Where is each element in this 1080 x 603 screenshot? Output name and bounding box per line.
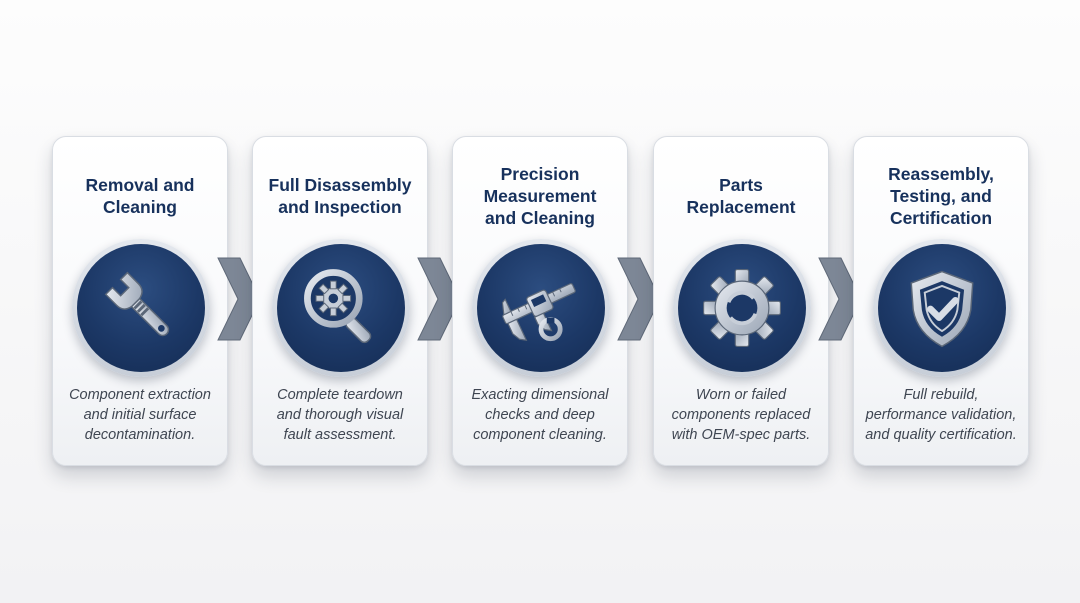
magnifier-gear-icon <box>304 269 372 344</box>
step-description: Exacting dimensional checks and deep com… <box>471 387 609 443</box>
step-badge <box>472 239 610 377</box>
step-title: Parts Replacement <box>686 175 796 217</box>
step-description: Worn or failed components replaced with … <box>671 387 811 443</box>
flow-arrow-icon <box>617 257 661 341</box>
step-description: Complete teardown and thorough visual fa… <box>276 387 404 443</box>
step-card-precision-measurement: Precision Measurement and Cleaning <box>452 136 628 466</box>
step-title: Removal and Cleaning <box>85 175 195 217</box>
step-card-disassembly-inspection: Full Disassembly and Inspection <box>252 136 428 466</box>
step-card-parts-replacement: Parts Replacement <box>653 136 829 466</box>
step-title: Full Disassembly and Inspection <box>268 175 412 217</box>
step-title: Precision Measurement and Cleaning <box>483 164 597 228</box>
calipers-icon <box>501 283 576 342</box>
shield-check-icon <box>910 270 974 348</box>
flow-arrow-icon <box>217 257 261 341</box>
step-card-reassembly-certification: Reassembly, Testing, and Certification <box>853 136 1029 466</box>
wrench-icon <box>104 271 170 337</box>
flow-arrow-icon <box>818 257 862 341</box>
step-description: Full rebuild, performance validation, an… <box>865 387 1017 443</box>
step-description: Component extraction and initial surface… <box>69 387 211 443</box>
step-badge <box>673 239 811 377</box>
gear-icon <box>703 269 781 347</box>
step-card-removal-cleaning: Removal and Cleaning <box>52 136 228 466</box>
step-badge <box>272 239 410 377</box>
step-badge <box>72 239 210 377</box>
step-badge <box>873 239 1011 377</box>
flow-arrow-icon <box>417 257 461 341</box>
step-title: Reassembly, Testing, and Certification <box>888 164 994 228</box>
